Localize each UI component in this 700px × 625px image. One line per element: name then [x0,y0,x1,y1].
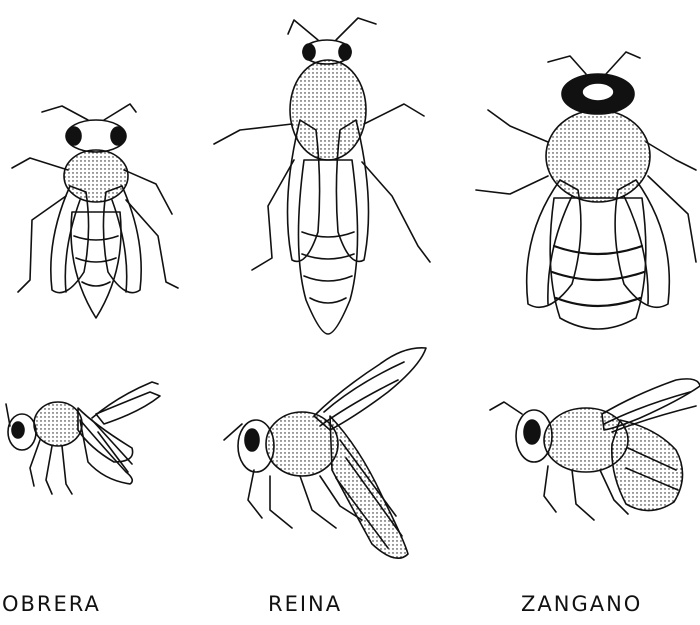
drone-dorsal-drawing [476,52,696,329]
caption-drone: ZANGANO [521,592,642,620]
worker-dorsal-drawing [12,104,178,318]
caption-worker: OBRERA [2,592,101,620]
queen-dorsal-drawing [214,18,430,334]
drone-side-drawing [490,379,700,520]
queen-side-drawing [224,348,426,558]
worker-side-drawing [6,382,160,494]
caption-queen: REINA [268,592,342,620]
